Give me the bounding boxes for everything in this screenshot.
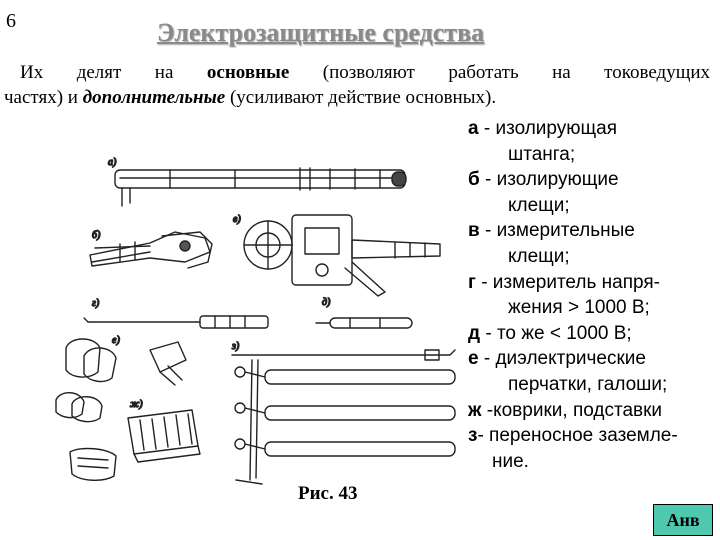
slide-number: 6 [6, 10, 16, 32]
legend-item-v-cont: клещи; [508, 245, 570, 267]
intro-text-4: (усиливают действие основных). [225, 87, 497, 108]
fig-label-g: г) [92, 298, 100, 309]
legend-item-b: б - изолирующие [468, 169, 619, 191]
intro-paragraph: Их делят на основные (позволяют работать… [4, 60, 710, 110]
legend-list: а - изолирующая штанга; б - изолирующие … [468, 116, 720, 474]
legend-item-a: а - изолирующая [468, 118, 618, 139]
fig-label-a: а) [108, 157, 117, 168]
intro-text-1: Их делят на [20, 62, 207, 83]
nav-button-anv[interactable]: Анв [653, 504, 713, 536]
slide-title: Электрозащитные средства [157, 18, 485, 47]
legend-item-a-cont: штанга; [508, 143, 576, 165]
legend-item-e-cont: перчатки, галоши; [508, 373, 668, 395]
insulating-rod-drawing [114, 167, 407, 207]
mats-stands-drawing [69, 409, 201, 481]
lv-voltage-indicator-drawing [315, 317, 413, 329]
legend-item-d: д - то же < 1000 В; [468, 322, 632, 344]
fig-label-zh: ж) [130, 399, 143, 410]
legend-item-z: з- переносное заземле- [468, 425, 678, 447]
insulating-pliers-drawing [89, 231, 213, 269]
portable-grounding-drawing [231, 349, 456, 485]
gloves-galoshes-drawing [55, 338, 187, 423]
fig-label-v: в) [233, 214, 241, 225]
fig-label-e: е) [112, 335, 120, 346]
fig-label-d: д) [322, 297, 331, 308]
legend-item-g-cont: жения > 1000 В; [508, 297, 650, 319]
legend-item-b-cont: клещи; [508, 194, 570, 216]
legend-item-z-cont: ние. [492, 450, 529, 472]
legend-item-e: е - диэлектрические [468, 348, 646, 370]
intro-text-2: (позволяют работать на токоведущих [289, 62, 711, 83]
intro-text-3: частях) и [4, 87, 83, 108]
figure-caption: Рис. 43 [298, 483, 358, 504]
legend-item-g: г - измеритель напря- [468, 271, 660, 293]
fig-label-z: з) [231, 341, 240, 352]
intro-bold-additional: дополнительные [82, 87, 226, 108]
hv-voltage-indicator-drawing [83, 315, 269, 329]
legend-item-zh: ж -коврики, подставки [468, 399, 663, 421]
intro-bold-basic: основные [206, 62, 290, 83]
measuring-clamp-drawing [243, 214, 441, 297]
fig-label-b: б) [92, 230, 101, 241]
legend-item-v: в - измерительные [468, 220, 635, 242]
